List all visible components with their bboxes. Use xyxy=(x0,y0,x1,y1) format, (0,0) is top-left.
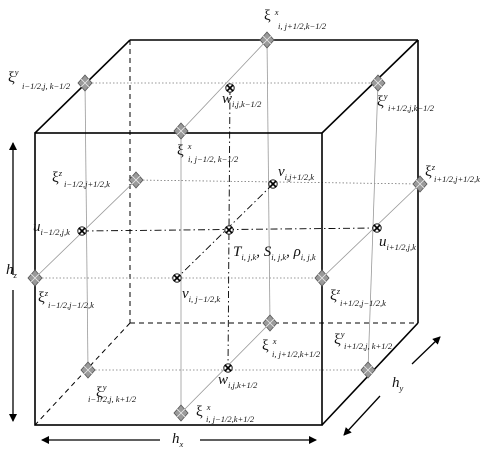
node-center xyxy=(224,225,234,235)
label-u-left: ui−1/2,j,k xyxy=(33,219,70,237)
dimension-labels: hz hx hy xyxy=(6,262,404,449)
node-u-right xyxy=(371,223,383,233)
node-xi-y-bottom-left xyxy=(80,361,96,379)
node-xi-z-left-front xyxy=(27,269,43,287)
node-xi-x-bottom-front xyxy=(173,404,189,422)
node-xi-x-bottom-back xyxy=(262,314,278,332)
label-v-back: vi,j+1/2,k xyxy=(278,164,314,182)
label-xi-z-left-back: ξzi−1/2,j+1/2,k xyxy=(52,168,110,189)
label-w-bottom: wi,j,k+1/2 xyxy=(218,372,258,390)
label-xi-y-top-left: ξyi−1/2,j, k−1/2 xyxy=(8,67,71,91)
node-xi-z-right-front xyxy=(314,269,330,287)
node-u-left xyxy=(77,226,87,236)
node-xi-y-bottom-right xyxy=(360,361,376,379)
label-v-front: vi, j−1/2,k xyxy=(182,286,220,304)
node-xi-z-left-back xyxy=(128,171,144,189)
label-hy: hy xyxy=(392,375,404,393)
label-xi-y-top-right: ξyi+1/2,j,k−1/2 xyxy=(377,91,435,113)
label-u-right: ui+1/2,j,k xyxy=(379,234,416,252)
label-xi-y-bottom-right: ξyi+1/2,j, k+1/2 xyxy=(334,329,393,351)
node-v-front xyxy=(172,272,182,284)
label-xi-z-right-back: ξzi+1/2,j+1/2,k xyxy=(425,162,480,184)
label-hx: hx xyxy=(172,431,184,449)
label-xi-z-left-front: ξzi−1/2,j−1/2,k xyxy=(38,288,94,310)
label-center-scalars: Ti, j,k, Si, j,k, ρi, j,k xyxy=(233,244,316,262)
node-w-bottom xyxy=(223,362,233,374)
node-v-back xyxy=(267,179,279,189)
label-hz: hz xyxy=(6,262,18,280)
node-xi-y-top-right xyxy=(370,74,386,92)
dimension-arrows xyxy=(9,142,441,444)
label-xi-z-right-front: ξzi+1/2,j−1/2,k xyxy=(330,286,386,308)
label-w-top: wi,j,k−1/2 xyxy=(222,91,262,109)
